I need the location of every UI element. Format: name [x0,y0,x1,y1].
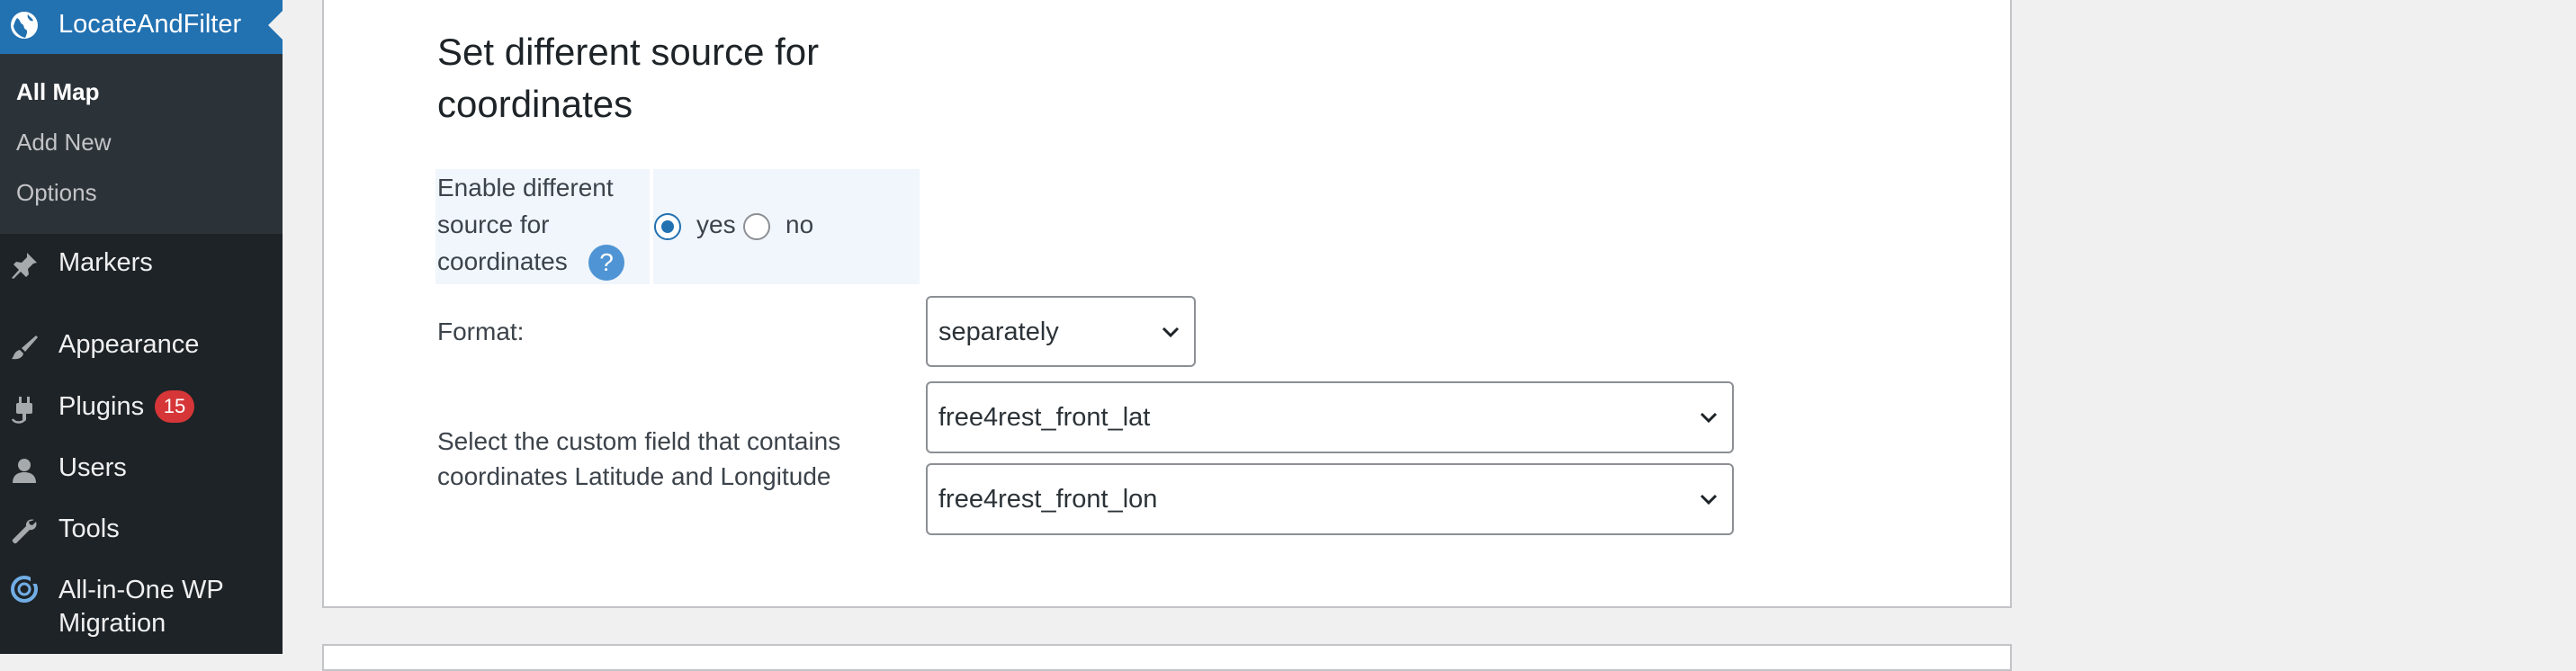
custom-field-label-line1: Select the custom field that contains [437,427,841,455]
section-title-line1: Set different source for [437,31,820,73]
submenu-item-add-new[interactable]: Add New [16,129,112,156]
menu-label-users: Users [58,453,127,482]
menu-item-users[interactable]: Users [0,443,283,497]
menu-label-plugins: Plugins [58,392,145,421]
menu-label-markers: Markers [58,248,153,277]
menu-label-all-in-one-wp: All-in-One WP [58,576,224,604]
menu-item-plugins[interactable]: Plugins 15 [0,381,283,435]
chevron-down-icon [1162,327,1180,337]
admin-sidebar: LocateAndFilter All Map Add New Options … [0,0,283,654]
menu-label-appearance: Appearance [58,330,200,359]
custom-field-label-line2: coordinates Latitude and Longitude [437,462,831,490]
enable-source-label-line3: coordinates [437,247,568,275]
menu-item-tools[interactable]: Tools [0,504,283,558]
menu-item-locateandfilter[interactable]: LocateAndFilter [0,0,283,54]
menu-item-all-in-one-wp-migration[interactable]: All-in-One WP Migration [0,567,283,639]
radio-no[interactable] [743,213,770,240]
globe-icon [9,10,40,40]
wrench-icon [9,516,40,547]
menu-label-tools: Tools [58,514,120,543]
pushpin-icon [9,250,40,281]
latitude-field-value: free4rest_front_lat [938,403,1151,432]
format-select[interactable]: separately [926,296,1196,367]
current-menu-arrow [268,11,283,40]
help-icon[interactable]: ? [588,245,624,281]
next-panel [322,644,2012,671]
submenu-item-all-map[interactable]: All Map [16,78,100,105]
latitude-field-select[interactable]: free4rest_front_lat [926,381,1734,453]
chevron-down-icon [1700,412,1718,424]
format-select-value: separately [938,318,1059,346]
paintbrush-icon [9,332,40,362]
migration-icon [9,574,40,604]
enable-source-label-line2: source for [437,210,550,238]
radio-no-label[interactable]: no [785,210,814,238]
menu-label-migration: Migration [58,609,166,638]
plugin-icon [9,394,40,425]
longitude-field-value: free4rest_front_lon [938,485,1158,514]
plugins-update-badge: 15 [155,390,194,423]
format-label: Format: [437,318,525,345]
chevron-down-icon [1700,494,1718,505]
menu-label-locateandfilter: LocateAndFilter [58,10,242,39]
menu-item-markers[interactable]: Markers [0,237,283,291]
enable-source-label-line1: Enable different [437,174,614,201]
submenu-locateandfilter: All Map Add New Options [0,54,283,234]
menu-item-appearance[interactable]: Appearance [0,319,283,373]
submenu-item-options[interactable]: Options [16,179,97,206]
radio-yes-label[interactable]: yes [696,210,736,238]
user-icon [9,455,40,486]
longitude-field-select[interactable]: free4rest_front_lon [926,463,1734,535]
enable-source-options-cell [653,169,920,284]
radio-yes[interactable] [654,213,681,240]
section-title-line2: coordinates [437,83,633,125]
